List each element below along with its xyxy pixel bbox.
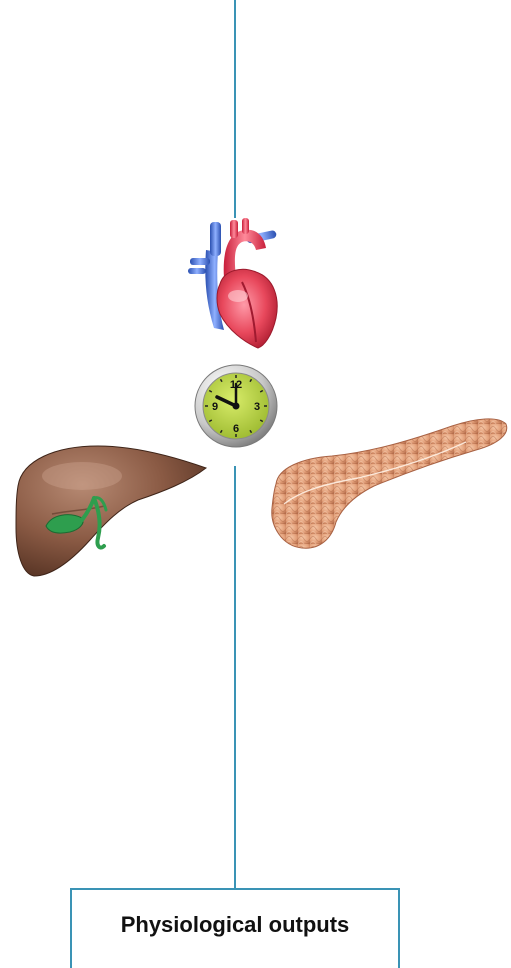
clock-number-6: 6 [233, 423, 239, 435]
heart-icon [184, 218, 284, 350]
physiological-outputs-label: Physiological outputs [72, 912, 398, 938]
clock-number-9: 9 [212, 401, 218, 413]
physiological-outputs-box: Physiological outputs [70, 888, 400, 968]
liver-icon [12, 442, 212, 582]
connector-line-bottom [234, 466, 236, 890]
clock-number-3: 3 [254, 401, 260, 413]
connector-line-top [234, 0, 236, 218]
pancreas-icon [262, 414, 511, 556]
